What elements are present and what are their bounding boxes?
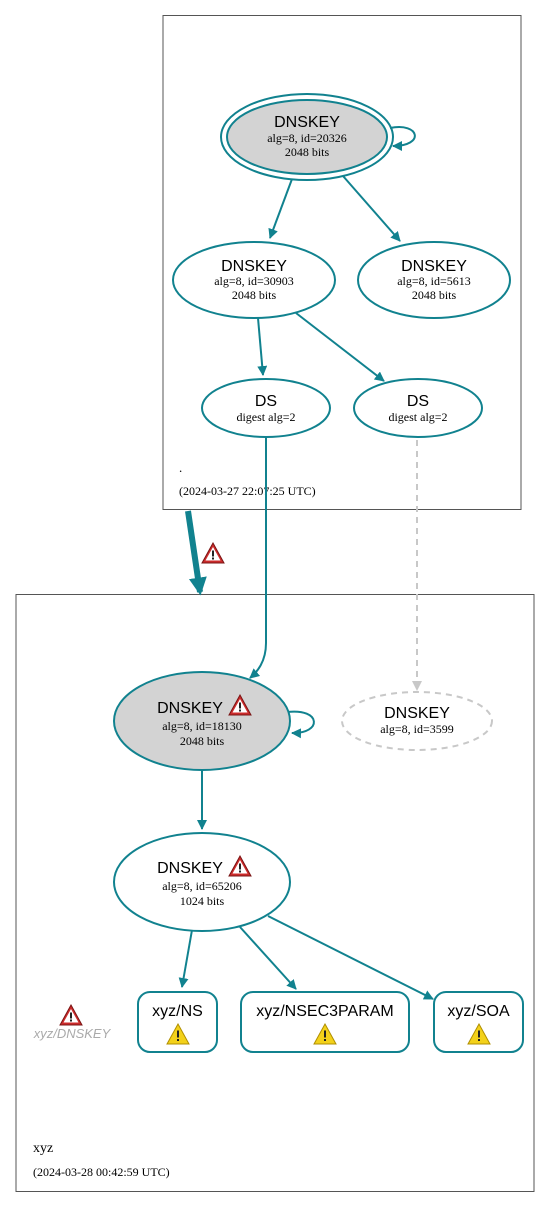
edge-xyz-zsk-to-soa [267, 915, 434, 1000]
edge-root-ksk-to-key3 [342, 175, 401, 242]
edge-root-zsk-to-ds2 [295, 312, 385, 382]
node-title: xyz/DNSKEY [33, 1026, 112, 1041]
node-detail: alg=8, id=18130 [162, 719, 242, 733]
edge-root-zsk-to-ds1 [257, 317, 268, 376]
warning-icon [59, 1004, 83, 1026]
node-detail: 2048 bits [412, 288, 457, 302]
node-detail: digest alg=2 [236, 410, 295, 424]
edge-xyz-zsk-to-nsec3param [239, 926, 297, 990]
node-title: DNSKEY [221, 258, 287, 275]
zone-timestamp-root: (2024-03-27 22:07:25 UTC) [179, 484, 316, 498]
node-rrset-nsec3param: xyz/NSEC3PARAM [240, 991, 410, 1053]
node-title: DNSKEY [157, 700, 223, 717]
edge-xyz-ksk-self [286, 710, 315, 739]
node-ds-2: DS digest alg=2 [353, 378, 483, 438]
delegation-arrow [185, 510, 207, 596]
node-title: DS [407, 393, 429, 410]
node-rrset-ns: xyz/NS [137, 991, 218, 1053]
node-detail: alg=8, id=20326 [267, 131, 347, 145]
node-title: xyz/NS [152, 1003, 203, 1020]
zone-name-root: . [179, 460, 182, 475]
node-detail: 2048 bits [285, 145, 330, 159]
node-ds-1: DS digest alg=2 [201, 378, 331, 438]
node-detail: 2048 bits [232, 288, 277, 302]
node-rrset-dnskey: xyz/DNSKEY [33, 1004, 112, 1041]
node-title: xyz/SOA [447, 1003, 510, 1020]
node-root-ksk: DNSKEY alg=8, id=20326 2048 bits [220, 93, 394, 181]
node-detail: alg=8, id=3599 [380, 722, 454, 736]
node-root-zsk: DNSKEY alg=8, id=30903 2048 bits [172, 241, 336, 319]
node-detail: alg=8, id=30903 [214, 274, 294, 288]
node-xyz-ksk: DNSKEY alg=8, id=18130 2048 bits [113, 671, 291, 771]
node-rrset-soa: xyz/SOA [433, 991, 524, 1053]
node-xyz-missing-key: DNSKEY alg=8, id=3599 [341, 691, 493, 751]
node-title: DNSKEY [157, 860, 223, 877]
edge-xyz-zsk-to-ns [178, 929, 193, 988]
node-detail: digest alg=2 [388, 410, 447, 424]
edge-root-ksk-to-zsk [268, 178, 293, 239]
zone-box-root [162, 15, 522, 510]
node-title: DNSKEY [384, 705, 450, 722]
node-xyz-zsk: DNSKEY alg=8, id=65206 1024 bits [113, 832, 291, 932]
node-root-key-5613: DNSKEY alg=8, id=5613 2048 bits [357, 241, 511, 319]
node-title: DS [255, 393, 277, 410]
zone-name-xyz: xyz [33, 1141, 53, 1156]
node-detail: alg=8, id=65206 [162, 879, 242, 893]
node-title: DNSKEY [401, 258, 467, 275]
node-detail: alg=8, id=5613 [397, 274, 471, 288]
node-title: xyz/NSEC3PARAM [256, 1003, 394, 1020]
node-detail: 1024 bits [180, 894, 225, 908]
edge-ds1-to-xyz-ksk [249, 437, 267, 679]
delegation-warning-icon [201, 542, 225, 564]
zone-box-xyz [15, 594, 535, 1192]
node-title: DNSKEY [274, 114, 340, 131]
zone-timestamp-xyz: (2024-03-28 00:42:59 UTC) [33, 1165, 170, 1179]
edge-root-ksk-self [389, 126, 416, 151]
node-detail: 2048 bits [180, 734, 225, 748]
